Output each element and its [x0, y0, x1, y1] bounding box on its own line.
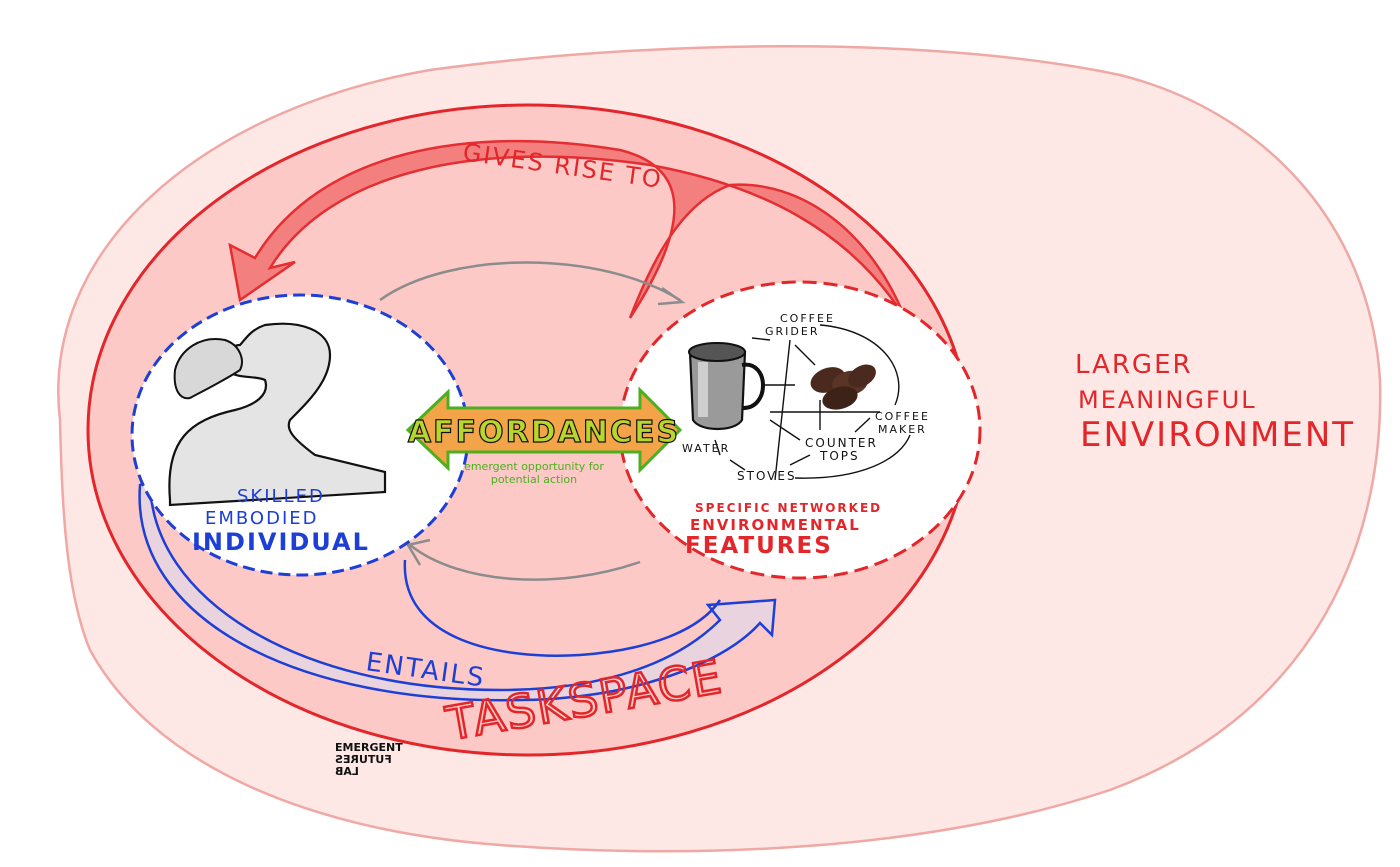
node-water: WATER	[682, 442, 730, 455]
environment-label-1: LARGER	[1075, 350, 1193, 380]
network-arrows	[714, 324, 911, 481]
entails-arrow	[138, 477, 777, 702]
grey-arrow-bottom	[409, 544, 641, 581]
person-silhouette	[168, 322, 387, 507]
affordances-arrow	[405, 386, 683, 474]
entails-arrow-inner	[403, 559, 722, 657]
affordances-caption-1: emergent opportunity for	[464, 460, 604, 473]
features-label-2: ENVIRONMENTAL	[690, 516, 861, 534]
environment-label-2: MEANINGFUL	[1078, 386, 1257, 414]
affordances-caption-2: potential action	[491, 473, 577, 486]
environment-label-3: ENVIRONMENT	[1080, 415, 1355, 455]
node-counter: COUNTER	[805, 436, 878, 450]
individual-label-2: EMBODIED	[205, 508, 319, 529]
node-coffee-maker-1: COFFEE	[875, 410, 930, 423]
logo-line-3-text: LAB	[335, 765, 359, 778]
person-hair	[173, 338, 243, 400]
features-label-3: FEATURES	[685, 533, 833, 559]
grey-arrow-top	[379, 261, 681, 302]
individual-label-3: INDIVIDUAL	[192, 528, 370, 556]
affordances-label: AFFORDANCES	[408, 415, 680, 450]
gives-rise-to-arrow	[228, 139, 907, 319]
features-label-1: SPECIFIC NETWORKED	[695, 501, 882, 515]
coffee-beans-icon	[810, 364, 876, 410]
grey-arrow-top-head	[657, 286, 686, 306]
emergent-futures-lab-logo: EMERGENT FUTURES LAB	[335, 741, 405, 779]
grey-arrow-bottom-head	[406, 538, 431, 566]
node-coffee: COFFEE	[780, 312, 835, 325]
node-coffee-maker-2: MAKER	[878, 423, 927, 436]
node-tops: TOPS	[819, 449, 860, 463]
logo-line-3: LAB	[335, 765, 405, 778]
mug-icon	[688, 342, 765, 431]
logo-line-1: EMERGENT	[335, 741, 403, 754]
individual-label-1: SKILLED	[237, 486, 325, 507]
node-grinder: GRIDER	[765, 325, 819, 338]
node-stoves: STOVES	[737, 469, 797, 483]
